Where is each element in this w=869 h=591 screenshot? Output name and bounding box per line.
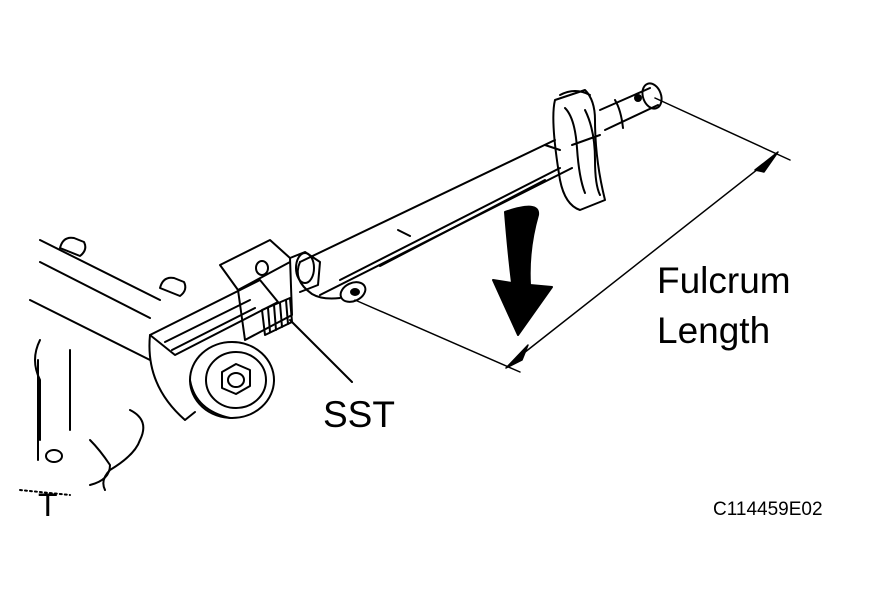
grip-inner-2	[584, 109, 601, 196]
dimension-arrowhead-far	[754, 151, 779, 173]
nut-hex	[221, 363, 251, 395]
sst-block-hole	[255, 260, 269, 276]
socket-inner	[205, 351, 267, 409]
socket-shade	[189, 379, 231, 419]
sst-hook	[148, 334, 196, 421]
housing-top-edge-2	[39, 261, 151, 319]
figure-code: C114459E02	[713, 499, 823, 520]
sst-collar	[289, 251, 321, 293]
handle-top-edge	[299, 139, 556, 263]
sst-tool-head	[148, 239, 321, 421]
handle-tick	[397, 229, 411, 237]
down-arrow-icon	[492, 205, 553, 336]
nut-center	[227, 372, 245, 388]
handle-scale-line	[379, 179, 546, 267]
housing-bottom-edge	[19, 489, 71, 496]
length-label: Length	[657, 310, 771, 351]
wrench-handle	[296, 139, 573, 303]
grip-link	[571, 134, 601, 146]
housing-contour	[102, 409, 145, 491]
housing-part	[19, 236, 187, 496]
housing-hole	[45, 449, 63, 463]
dimension-line	[514, 157, 773, 361]
sst-arm	[149, 279, 279, 356]
grip-inner	[564, 107, 586, 194]
housing-stud-2	[159, 276, 187, 297]
wrench-grip	[552, 82, 663, 211]
extension-line-far	[654, 97, 791, 161]
rod-end	[641, 82, 663, 110]
grip-top	[559, 90, 591, 96]
sst-block-edge	[237, 261, 291, 291]
housing-mid-edge	[29, 299, 151, 361]
socket-outer	[189, 341, 275, 419]
dimension-arrowhead-near	[505, 344, 529, 369]
part-t-label: T	[38, 487, 58, 523]
sst-leader-line	[289, 319, 353, 383]
fulcrum-label: Fulcrum	[657, 260, 791, 301]
grip-body	[552, 89, 606, 211]
sst-collar-end	[295, 252, 315, 284]
sst-slot	[164, 299, 251, 343]
housing-stud-1	[59, 236, 87, 257]
sst-thread-lines	[267, 299, 289, 333]
handle-tick-2	[544, 144, 561, 151]
socket-nut	[189, 341, 275, 419]
handle-inner-line	[339, 167, 561, 281]
rod-bottom-edge	[604, 104, 659, 131]
housing-left-edge	[34, 339, 41, 441]
handle-pivot-pin	[350, 288, 360, 296]
handle-end-left	[296, 261, 341, 300]
extension-line-near	[354, 299, 521, 373]
rod-ring	[614, 99, 624, 129]
rod-hole	[634, 94, 642, 102]
housing-contour-2	[89, 439, 111, 486]
fulcrum-dimension	[354, 97, 791, 373]
housing-top-edge	[39, 239, 161, 301]
sst-label: SST	[323, 394, 395, 435]
